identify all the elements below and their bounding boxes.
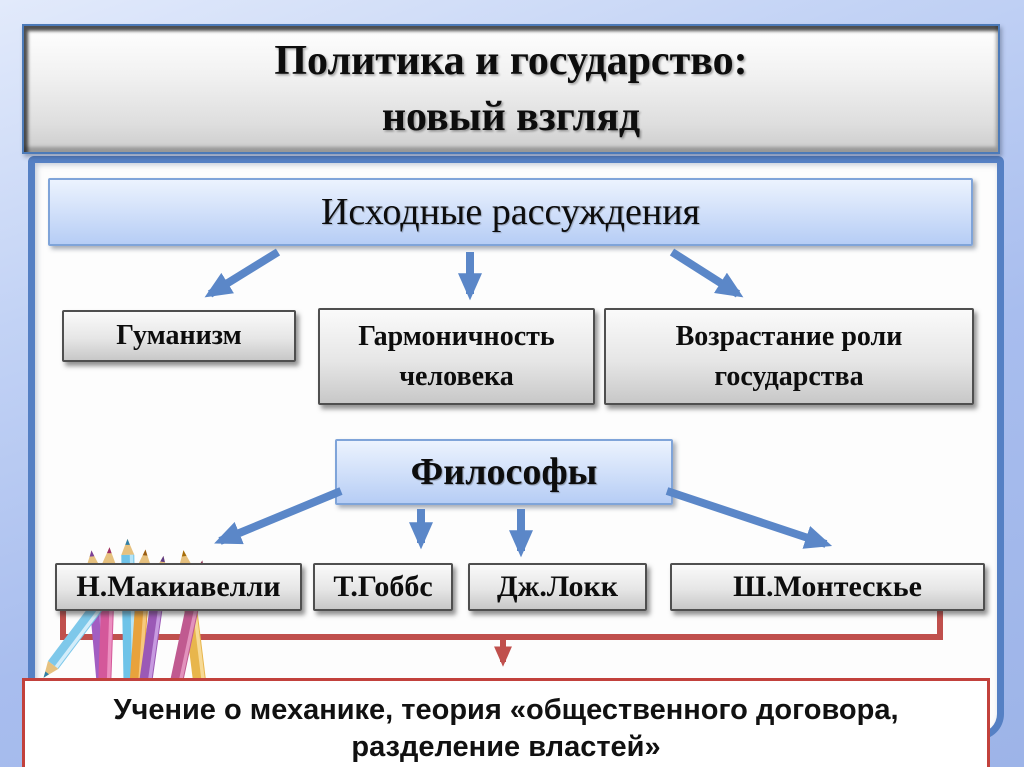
philosopher-label: Т.Гоббс [333, 570, 433, 603]
conclusion-line-2: разделение властей» [351, 731, 661, 763]
reason-box-state-role: Возрастание роли государства [604, 308, 974, 405]
philosopher-box-machiavelli: Н.Макиавелли [55, 563, 302, 611]
conclusion-box: Учение о механике, теория «общественного… [22, 678, 990, 767]
reason-box-humanism: Гуманизм [62, 310, 296, 362]
slide-title-line-1: Политика и государство: [274, 38, 748, 84]
philosophers-header-label: Философы [410, 451, 598, 493]
philosophers-header-box: Философы [335, 439, 673, 505]
reason-label: Гармоничность человека [358, 320, 555, 392]
conclusion-line-1: Учение о механике, теория «общественного… [113, 694, 899, 726]
reason-label: Возрастание роли государства [675, 320, 903, 392]
philosopher-label: Дж.Локк [496, 570, 619, 603]
philosopher-box-montesquieu: Ш.Монтескье [670, 563, 985, 611]
source-reasoning-label: Исходные рассуждения [320, 191, 701, 233]
philosopher-label: Ш.Монтескье [733, 570, 922, 603]
source-reasoning-box: Исходные рассуждения [48, 178, 973, 246]
philosopher-box-hobbes: Т.Гоббс [313, 563, 453, 611]
reason-box-harmony: Гармоничность человека [318, 308, 595, 405]
slide-title-box: Политика и государство: новый взгляд [22, 24, 1000, 154]
slide-title-line-2: новый взгляд [381, 94, 641, 140]
reason-label: Гуманизм [116, 320, 242, 351]
philosopher-label: Н.Макиавелли [76, 570, 281, 603]
philosopher-box-locke: Дж.Локк [468, 563, 647, 611]
